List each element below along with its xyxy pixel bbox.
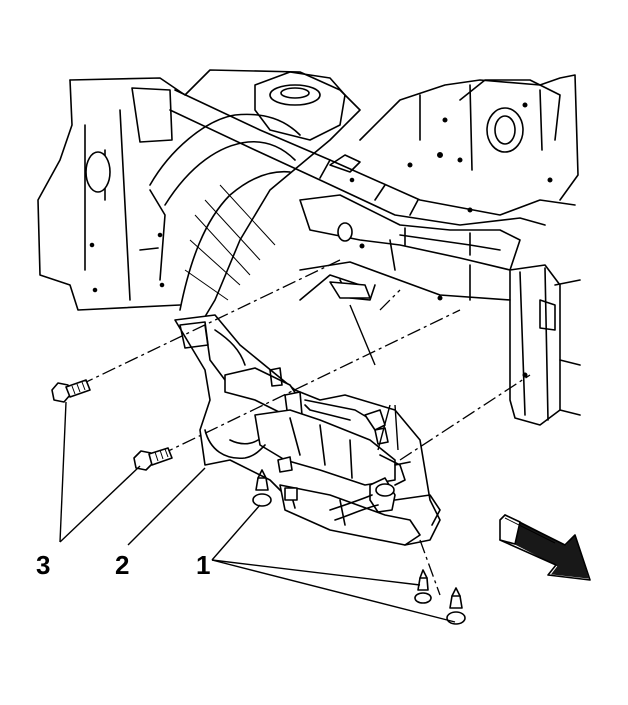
bolt-3 — [51, 379, 91, 403]
bolt-2 — [133, 447, 173, 471]
push-pin-1c — [446, 587, 466, 625]
vehicle-frame — [37, 69, 581, 426]
callout-leaders — [59, 401, 456, 623]
push-pin-1a — [252, 469, 272, 507]
push-pin-1b — [414, 569, 432, 604]
callout-label-1: 1 — [196, 550, 210, 580]
callout-label-2: 2 — [115, 550, 129, 580]
alignment-lines — [79, 259, 531, 596]
bracket-assembly — [174, 314, 441, 546]
front-arrow-icon — [499, 514, 591, 581]
callout-label-3: 3 — [36, 550, 50, 580]
